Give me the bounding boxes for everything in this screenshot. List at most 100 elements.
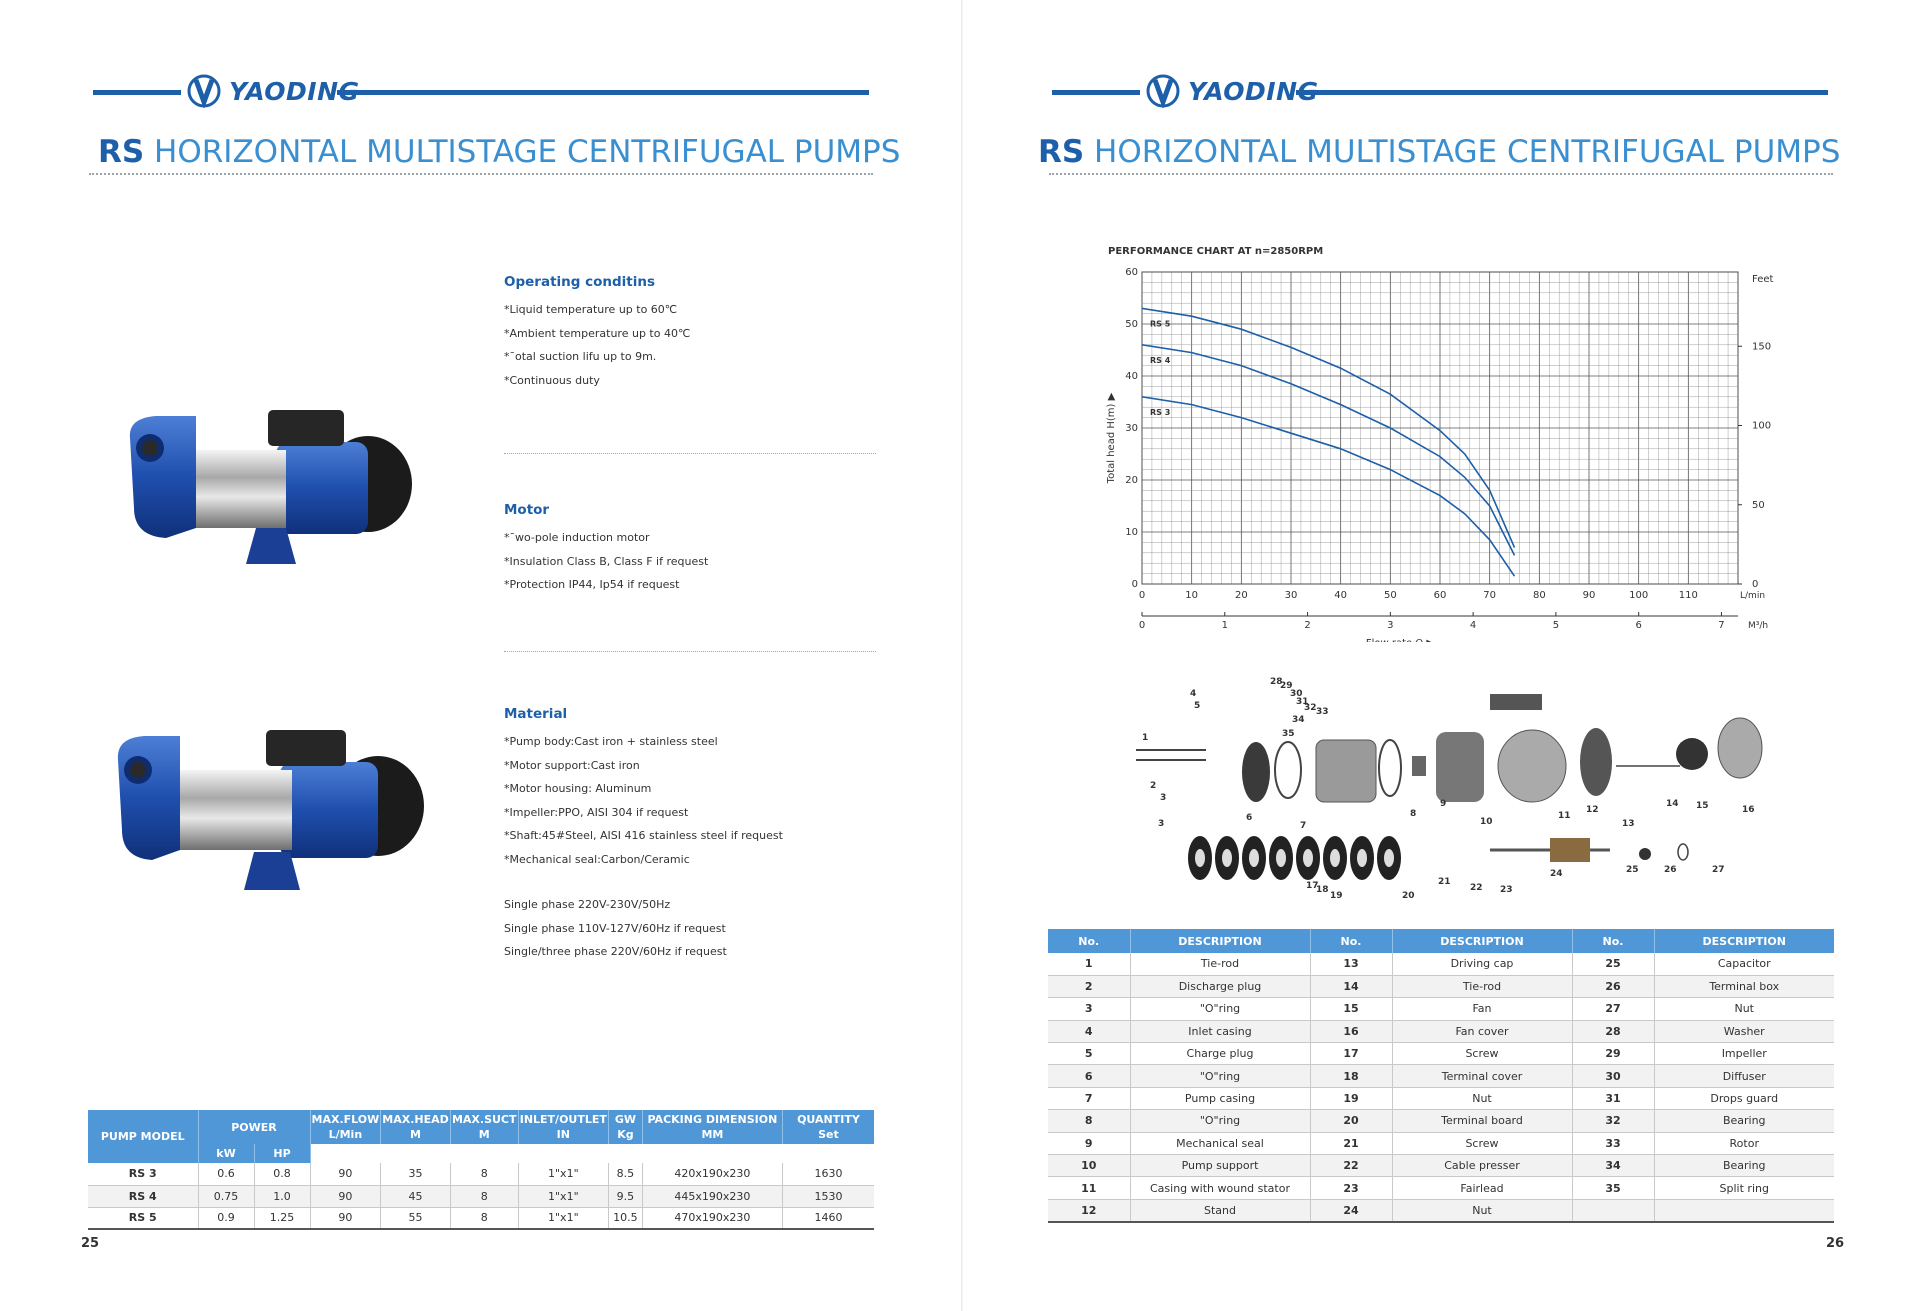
title-prefix: RS: [98, 134, 145, 170]
table-cell: 90: [310, 1207, 382, 1230]
yaoding-logo-icon: [187, 74, 221, 108]
part-description-cell: Charge plug: [1130, 1042, 1311, 1066]
col-description: DESCRIPTION: [1654, 929, 1834, 953]
title-text: HORIZONTAL MULTISTAGE CENTRIFUGAL PUMPS: [144, 134, 901, 170]
table-cell: 55: [380, 1207, 451, 1230]
table-cell: 0.6: [198, 1163, 255, 1186]
col-max-flow-unit: L/Min: [328, 1128, 363, 1141]
part-number-cell: 13: [1310, 953, 1393, 976]
part-description-cell: Screw: [1392, 1042, 1573, 1066]
col-power: POWER: [198, 1110, 311, 1144]
part-callout-label: 28: [1270, 677, 1283, 687]
motor-item: *Protection IP44, Ip54 if request: [504, 578, 680, 591]
col-quantity: QUANTITY: [797, 1113, 860, 1126]
operating-item: *Ambient temperature up to 40℃: [504, 326, 691, 340]
part-description-cell: [1654, 1199, 1834, 1223]
part-number-cell: 27: [1572, 997, 1655, 1021]
material-item: *Motor housing: Aluminum: [504, 782, 652, 795]
part-description-cell: "O"ring: [1130, 997, 1311, 1021]
yaoding-logo-icon: [1146, 74, 1180, 108]
part-number-cell: 3: [1048, 997, 1131, 1021]
part-callout-label: 7: [1300, 821, 1306, 831]
operating-heading: Operating conditins: [504, 274, 656, 290]
y-axis-label: Total head H(m) ▶: [1106, 392, 1117, 484]
part-callout-label: 22: [1470, 883, 1483, 893]
part-description-cell: Stand: [1130, 1199, 1311, 1223]
part-number-cell: 25: [1572, 953, 1655, 976]
voltage-item: Single/three phase 220V/60Hz if request: [504, 945, 727, 958]
part-number-cell: 21: [1310, 1132, 1393, 1156]
part-description-cell: Pump casing: [1130, 1087, 1311, 1111]
parts-table: No. DESCRIPTION No. DESCRIPTION No. DESC…: [1048, 929, 1834, 1223]
col-gw-unit: Kg: [617, 1128, 634, 1141]
part-description-cell: Terminal box: [1654, 975, 1834, 999]
part-callout-label: 27: [1712, 865, 1725, 875]
secondary-x-tick-label: 7: [1718, 620, 1724, 631]
col-max-head-unit: M: [410, 1128, 421, 1141]
part-description-cell: Drops guard: [1654, 1087, 1834, 1111]
table-cell: 445x190x230: [642, 1185, 783, 1208]
x-tick-label: 10: [1185, 590, 1198, 601]
y-tick-label: 40: [1125, 371, 1138, 382]
pump-casing-part: [1315, 739, 1377, 803]
y-tick-label: 0: [1132, 579, 1138, 590]
voltage-item: Single phase 220V-230V/50Hz: [504, 898, 671, 911]
part-callout-label: 3: [1158, 819, 1164, 829]
part-description-cell: Mechanical seal: [1130, 1132, 1311, 1156]
x-tick-label: 80: [1533, 590, 1546, 601]
secondary-x-tick-label: 5: [1553, 620, 1559, 631]
part-callout-label: 35: [1282, 729, 1295, 739]
part-callout-label: 30: [1290, 689, 1303, 699]
x-tick-label: 60: [1434, 590, 1447, 601]
part-number-cell: 10: [1048, 1154, 1131, 1178]
model-cell: RS 3: [88, 1163, 199, 1186]
y-tick-label: 20: [1125, 475, 1138, 486]
page-spine: [961, 0, 963, 1311]
part-callout-label: 25: [1626, 865, 1639, 875]
motor-item: *¯wo-pole induction motor: [504, 531, 650, 544]
part-description-cell: Bearing: [1654, 1109, 1834, 1133]
table-cell: 0.75: [198, 1185, 255, 1208]
y-tick-label: 10: [1125, 527, 1138, 538]
header: YAODING: [0, 72, 960, 112]
col-inlet-outlet: INLET/OUTLET: [519, 1113, 607, 1126]
impeller-hub-part: [1330, 849, 1340, 867]
part-description-cell: Fan cover: [1392, 1020, 1573, 1044]
secondary-x-tick-label: 4: [1470, 620, 1476, 631]
part-description-cell: Tie-rod: [1392, 975, 1573, 999]
part-number-cell: 15: [1310, 997, 1393, 1021]
part-description-cell: Fan: [1392, 997, 1573, 1021]
part-callout-label: 34: [1292, 715, 1305, 725]
header-rule-left: [1052, 90, 1140, 95]
x-tick-label: 110: [1679, 590, 1698, 601]
part-number-cell: 17: [1310, 1042, 1393, 1066]
secondary-x-unit-label: M³/h: [1748, 621, 1768, 631]
part-description-cell: Nut: [1392, 1087, 1573, 1111]
section-divider: [504, 453, 876, 454]
part-callout-label: 19: [1330, 891, 1343, 901]
part-number-cell: 29: [1572, 1042, 1655, 1066]
part-callout-label: 9: [1440, 799, 1446, 809]
part-description-cell: Capacitor: [1654, 953, 1834, 976]
table-cell: 1630: [782, 1163, 874, 1186]
table-cell: 0.9: [198, 1207, 255, 1230]
series-label: RS 4: [1150, 356, 1171, 365]
part-description-cell: Diffuser: [1654, 1064, 1834, 1088]
table-cell: 8: [450, 1185, 519, 1208]
chart-title: PERFORMANCE CHART AT n=2850RPM: [1108, 246, 1324, 257]
col-max-head: MAX.HEAD: [382, 1113, 449, 1126]
model-cell: RS 5: [88, 1207, 199, 1230]
x-tick-label: 0: [1139, 590, 1145, 601]
part-callout-label: 17: [1306, 881, 1319, 891]
part-description-cell: Driving cap: [1392, 953, 1573, 976]
brand-logo: YAODING: [187, 74, 360, 108]
part-description-cell: Discharge plug: [1130, 975, 1311, 999]
page-number: 26: [1826, 1236, 1845, 1251]
table-cell: 35: [380, 1163, 451, 1186]
mechanical-seal-part: [1412, 756, 1426, 776]
